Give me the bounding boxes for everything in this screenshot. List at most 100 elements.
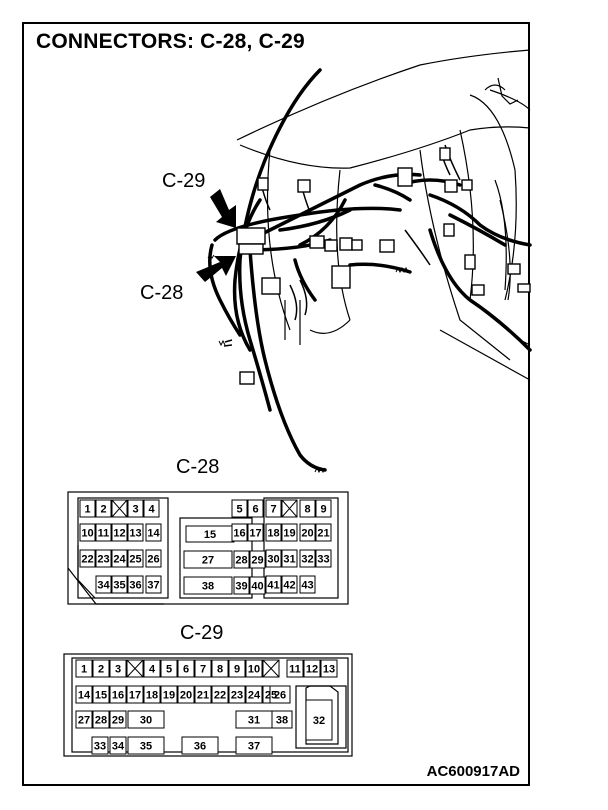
pin-cell xyxy=(233,550,250,569)
empty-pin-cross xyxy=(281,499,298,518)
pin-cell xyxy=(75,659,93,678)
pin-number: 19 xyxy=(163,690,175,702)
pin-number: 2 xyxy=(100,504,106,516)
pin-number: 26 xyxy=(274,690,286,702)
pin-cell xyxy=(299,499,316,518)
pin-number: 10 xyxy=(248,664,260,676)
pin-number: 34 xyxy=(97,580,110,592)
pin-number: 7 xyxy=(270,504,276,516)
pin-number: 33 xyxy=(94,741,106,753)
pin-cell xyxy=(245,659,263,678)
callout-c29-label: C-29 xyxy=(162,170,206,192)
pin-number: 8 xyxy=(217,664,223,676)
pin-number: 17 xyxy=(129,690,141,702)
pin-cell xyxy=(233,576,250,595)
pin-number: 20 xyxy=(301,528,313,540)
empty-pin-cross xyxy=(111,499,128,518)
pin-cell xyxy=(194,685,212,704)
pin-number: 9 xyxy=(234,664,240,676)
page-title: CONNECTORS: C-28, C-29 xyxy=(36,30,305,53)
pin-number: 3 xyxy=(132,504,138,516)
pin-cell xyxy=(247,523,264,542)
pin-cell xyxy=(95,499,112,518)
pin-cell xyxy=(305,699,333,741)
pin-number: 16 xyxy=(112,690,124,702)
pin-number: 30 xyxy=(267,554,279,566)
pin-number: 4 xyxy=(148,504,155,516)
pin-number: 18 xyxy=(146,690,158,702)
pin-cell xyxy=(211,685,229,704)
pin-cell xyxy=(143,659,161,678)
pin-cell xyxy=(231,499,248,518)
pin-cell xyxy=(315,499,332,518)
pin-number: 27 xyxy=(78,715,90,727)
pin-number: 30 xyxy=(140,715,152,727)
pin-number: 26 xyxy=(147,554,159,566)
pin-number: 12 xyxy=(113,528,125,540)
pin-number: 9 xyxy=(320,504,326,516)
pin-cell xyxy=(265,523,282,542)
pin-number: 12 xyxy=(306,664,318,676)
pin-number: 39 xyxy=(235,581,247,593)
pin-number: 19 xyxy=(283,528,295,540)
pin-number: 24 xyxy=(248,690,261,702)
pin-number: 33 xyxy=(317,554,329,566)
pin-cell xyxy=(127,575,144,594)
pin-number: 27 xyxy=(202,555,214,567)
pin-number: 23 xyxy=(231,690,243,702)
pin-cell xyxy=(111,523,128,542)
pin-cell xyxy=(111,549,128,568)
pin-cell xyxy=(211,659,229,678)
pin-cell xyxy=(269,685,291,704)
pin-number: 21 xyxy=(197,690,209,702)
callout-c28-label: C-28 xyxy=(140,282,184,304)
pin-number: 7 xyxy=(200,664,206,676)
pin-number: 32 xyxy=(313,715,325,727)
pin-number: 5 xyxy=(166,664,172,676)
pin-number: 1 xyxy=(81,664,87,676)
pin-number: 3 xyxy=(115,664,121,676)
empty-pin-cross xyxy=(262,659,280,678)
pin-cell xyxy=(265,549,282,568)
pin-number: 40 xyxy=(251,581,263,593)
pin-cell xyxy=(109,736,127,755)
pin-number: 13 xyxy=(323,664,335,676)
c28-heading: C-28 xyxy=(176,456,220,478)
pin-number: 22 xyxy=(81,554,93,566)
pin-number: 43 xyxy=(301,580,313,592)
pin-number: 25 xyxy=(265,690,277,702)
pin-number: 29 xyxy=(112,715,124,727)
pin-cell xyxy=(235,736,273,755)
pin-cell xyxy=(228,685,246,704)
pin-number: 2 xyxy=(98,664,104,676)
pin-cell xyxy=(299,523,316,542)
pin-cell xyxy=(92,710,110,729)
pin-number: 29 xyxy=(251,555,263,567)
pin-cell xyxy=(126,685,144,704)
pin-number: 16 xyxy=(233,528,245,540)
pin-number: 20 xyxy=(180,690,192,702)
pin-cell xyxy=(315,523,332,542)
pin-cell xyxy=(75,685,93,704)
pin-cell xyxy=(271,710,293,729)
pin-cell xyxy=(109,659,127,678)
pin-number: 15 xyxy=(204,529,216,541)
pin-cell xyxy=(91,736,109,755)
pin-number: 11 xyxy=(98,528,110,540)
pin-number: 8 xyxy=(304,504,310,516)
pin-cell xyxy=(299,575,316,594)
pin-cell xyxy=(320,659,338,678)
pin-cell xyxy=(75,710,93,729)
pin-cell xyxy=(127,736,165,755)
pin-cell xyxy=(249,576,266,595)
pin-number: 18 xyxy=(267,528,279,540)
pin-number: 6 xyxy=(252,504,258,516)
pin-cell xyxy=(160,685,178,704)
pin-number: 23 xyxy=(97,554,109,566)
pin-cell xyxy=(303,659,321,678)
pin-number: 42 xyxy=(283,580,295,592)
pin-number: 14 xyxy=(147,528,160,540)
arrow-c28-icon xyxy=(196,256,236,282)
